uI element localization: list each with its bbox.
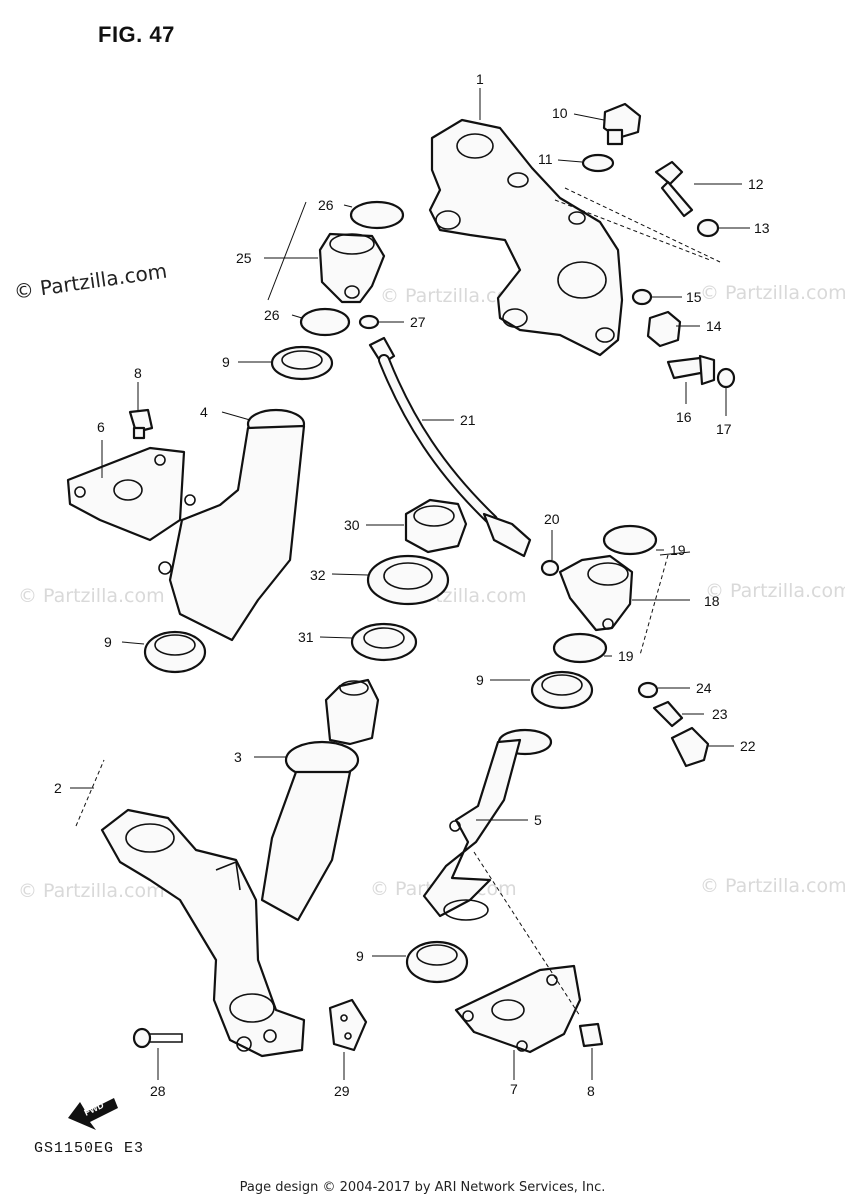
callout-23: 23 (712, 706, 728, 722)
washer-13 (696, 218, 720, 238)
callout-1: 1 (476, 71, 484, 87)
callout-numbers: 1 10 11 12 13 15 14 16 17 26 25 26 27 21… (54, 71, 770, 1099)
washer-17 (716, 367, 736, 389)
union-25 (318, 232, 386, 304)
callout-5: 5 (534, 812, 542, 828)
callout-8-bottom: 8 (587, 1083, 595, 1099)
watermark: © Partzilla.com (700, 282, 845, 304)
callout-25: 25 (236, 250, 252, 266)
lower-bracket-2 (100, 808, 306, 1058)
fitting-23 (652, 700, 684, 728)
leader-lines (70, 88, 750, 1080)
bolt-16 (666, 354, 716, 386)
callout-12: 12 (748, 176, 764, 192)
figure-title: FIG. 47 (98, 22, 175, 47)
callout-3: 3 (234, 749, 242, 765)
o-ring-26-bottom (299, 307, 351, 337)
callout-24: 24 (696, 680, 712, 696)
callout-9-left: 9 (104, 634, 112, 650)
washer-32 (366, 554, 450, 606)
union-18 (558, 554, 634, 632)
guide-4 (158, 408, 306, 642)
o-ring-19-top (602, 524, 658, 556)
watermark: © Partzilla.com (700, 875, 845, 897)
o-ring-26-top (349, 200, 405, 230)
washer-27 (358, 314, 380, 330)
guide-5 (422, 728, 553, 921)
watermark: © Partzilla.com (18, 585, 165, 607)
callout-15: 15 (686, 289, 702, 305)
model-code: GS1150EG E3 (34, 1140, 145, 1157)
callout-19-top: 19 (670, 542, 686, 558)
callout-30: 30 (344, 517, 360, 533)
bearing-31 (350, 622, 418, 662)
cap-22 (670, 726, 710, 768)
callout-9-upper: 9 (222, 354, 230, 370)
callout-11: 11 (538, 151, 553, 167)
steering-stem-3 (260, 678, 380, 922)
callout-21: 21 (460, 412, 476, 428)
washer-11 (581, 153, 615, 173)
callout-16: 16 (676, 409, 692, 425)
bolt-8-bottom (578, 1022, 604, 1048)
callout-29: 29 (334, 1083, 350, 1099)
watermark: © Partzilla.com (705, 580, 845, 602)
seal-9-bottom (405, 940, 469, 984)
callout-2: 2 (54, 780, 62, 796)
callout-9-right: 9 (476, 672, 484, 688)
upper-bracket (428, 118, 624, 357)
watermark: © Partzilla.com (18, 880, 165, 902)
seal-9-upper (270, 345, 334, 381)
washer-15 (631, 288, 653, 306)
callout-8-top: 8 (134, 365, 142, 381)
callout-7: 7 (510, 1081, 518, 1097)
callout-32: 32 (310, 567, 326, 583)
washer-20 (540, 559, 560, 577)
callout-4: 4 (200, 404, 208, 420)
bracket-6 (66, 446, 186, 542)
callout-14: 14 (706, 318, 722, 334)
plate-29 (328, 998, 368, 1052)
callout-22: 22 (740, 738, 756, 754)
callout-17: 17 (716, 421, 732, 437)
callout-18: 18 (704, 593, 720, 609)
fwd-arrow-icon: FWD (68, 1098, 118, 1130)
callout-9-bottom: 9 (356, 948, 364, 964)
watermark: © Partzilla.com (380, 285, 527, 307)
seal-9-right (530, 670, 594, 710)
footer-copyright: Page design © 2004-2017 by ARI Network S… (239, 1180, 606, 1195)
bolt-12 (654, 160, 694, 218)
bracket-7 (454, 964, 582, 1054)
callout-26-bottom: 26 (264, 307, 280, 323)
o-ring-19-bottom (552, 632, 608, 664)
nut-14 (646, 310, 682, 348)
seal-9-left (143, 630, 207, 674)
bolt-8-top (128, 408, 154, 440)
callout-20: 20 (544, 511, 560, 527)
callout-26-top: 26 (318, 197, 334, 213)
callout-13: 13 (754, 220, 770, 236)
callout-10: 10 (552, 105, 568, 121)
nut-30 (404, 498, 468, 554)
callout-27: 27 (410, 314, 426, 330)
washer-24 (637, 681, 659, 699)
callout-28: 28 (150, 1083, 166, 1099)
callout-6: 6 (97, 419, 105, 435)
brake-hose-21 (368, 336, 532, 558)
pin-28 (132, 1027, 183, 1049)
callout-19-bottom: 19 (618, 648, 634, 664)
bolt-10 (602, 102, 642, 146)
callout-31: 31 (298, 629, 314, 645)
